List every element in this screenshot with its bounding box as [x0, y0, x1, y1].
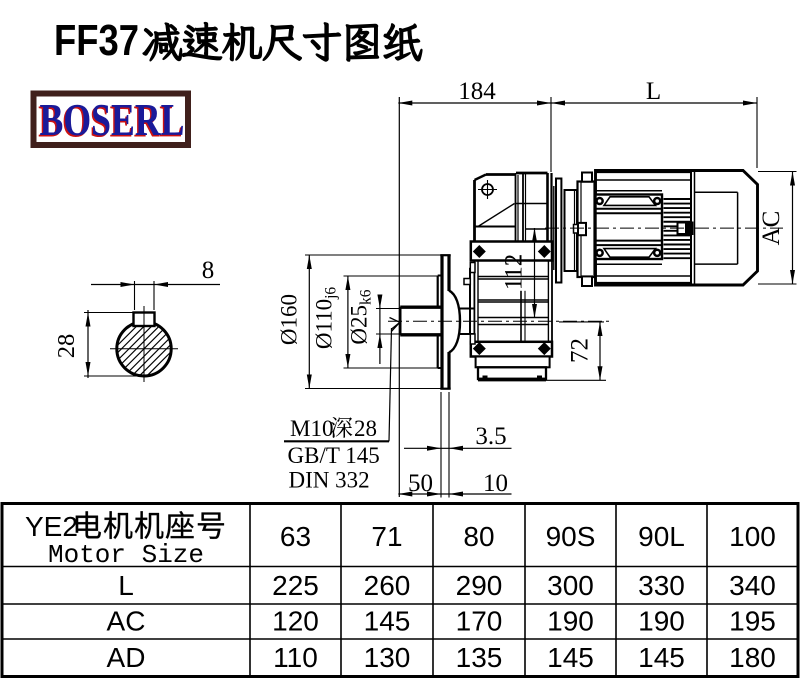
svg-text:M10: M10: [290, 416, 333, 441]
svg-text:100: 100: [729, 521, 776, 552]
svg-text:28: 28: [53, 334, 80, 359]
svg-text:170: 170: [456, 606, 503, 637]
svg-text:190: 190: [638, 606, 685, 637]
svg-text:L: L: [646, 78, 661, 105]
svg-text:Motor Size: Motor Size: [48, 540, 204, 570]
svg-text:10: 10: [483, 470, 508, 497]
svg-text:225: 225: [272, 570, 319, 601]
svg-text:260: 260: [364, 570, 411, 601]
svg-text:63: 63: [280, 521, 311, 552]
svg-text:112: 112: [501, 254, 528, 291]
svg-text:BOSERL: BOSERL: [40, 94, 185, 145]
svg-text:L: L: [118, 570, 134, 601]
svg-text:330: 330: [638, 570, 685, 601]
svg-text:340: 340: [729, 570, 776, 601]
svg-text:145: 145: [638, 642, 685, 673]
svg-text:190: 190: [547, 606, 594, 637]
svg-text:290: 290: [456, 570, 503, 601]
svg-text:DIN 332: DIN 332: [289, 468, 370, 493]
svg-text:184: 184: [458, 78, 496, 105]
svg-text:90L: 90L: [638, 521, 685, 552]
svg-text:8: 8: [202, 257, 215, 284]
svg-text:72: 72: [567, 338, 594, 363]
svg-text:AC: AC: [107, 606, 146, 637]
svg-text:120: 120: [272, 606, 319, 637]
svg-text:135: 135: [456, 642, 503, 673]
svg-text:180: 180: [729, 642, 776, 673]
svg-text:AC: AC: [758, 211, 785, 246]
svg-text:Ø160: Ø160: [277, 294, 302, 345]
svg-text:GB/T 145: GB/T 145: [288, 443, 380, 468]
svg-text:145: 145: [364, 606, 411, 637]
svg-text:AD: AD: [107, 642, 146, 673]
svg-text:90S: 90S: [546, 521, 596, 552]
svg-text:50: 50: [408, 470, 433, 497]
svg-text:110: 110: [273, 642, 318, 673]
svg-text:71: 71: [371, 521, 402, 552]
svg-text:80: 80: [463, 521, 494, 552]
svg-text:195: 195: [729, 606, 776, 637]
svg-text:FF37: FF37: [54, 16, 139, 65]
svg-text:28: 28: [354, 416, 377, 441]
svg-text:130: 130: [364, 642, 411, 673]
svg-text:300: 300: [547, 570, 594, 601]
svg-text:BOSERL: BOSERL: [38, 95, 183, 146]
svg-text:3.5: 3.5: [475, 423, 506, 450]
svg-text:YE2: YE2: [25, 511, 78, 542]
svg-text:145: 145: [547, 642, 594, 673]
